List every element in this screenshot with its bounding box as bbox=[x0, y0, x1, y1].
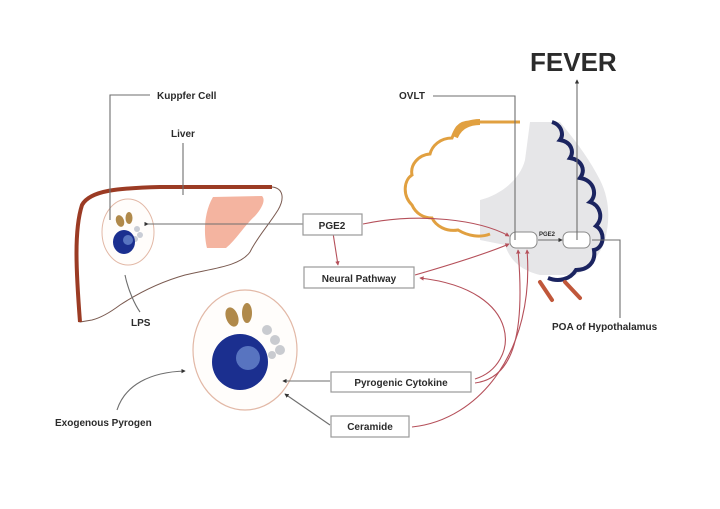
cytokine-to-neural-arrow bbox=[419, 276, 506, 380]
ovlt-node bbox=[509, 231, 538, 249]
liver-illustration bbox=[74, 185, 283, 323]
kupffer-cell bbox=[101, 198, 155, 266]
liver-label: Liver bbox=[171, 129, 195, 140]
poa-leader bbox=[592, 239, 621, 318]
poa-label: POA of Hypothalamus bbox=[552, 322, 658, 333]
svg-text:PGE2: PGE2 bbox=[319, 221, 346, 232]
ceramide-to-ovlt-arrow bbox=[411, 249, 530, 428]
kupffer-cell-leader bbox=[109, 94, 150, 220]
brain-orange-thick bbox=[452, 119, 481, 139]
brain-orange-outline bbox=[403, 120, 520, 238]
brain-illustration bbox=[403, 119, 609, 302]
macrophage-cell bbox=[192, 289, 298, 411]
svg-text:Pyrogenic Cytokine: Pyrogenic Cytokine bbox=[354, 378, 448, 389]
blood-vessel-2 bbox=[563, 280, 582, 300]
liver-lobe-patch bbox=[204, 196, 264, 248]
exogenous-pyrogen-label: Exogenous Pyrogen bbox=[55, 418, 152, 429]
svg-text:Neural Pathway: Neural Pathway bbox=[322, 274, 397, 285]
liver-edge bbox=[74, 185, 272, 323]
lps-leader bbox=[124, 274, 141, 313]
fever-title: FEVER bbox=[530, 47, 617, 77]
lps-label: LPS bbox=[131, 318, 151, 329]
ceramide-box: Ceramide bbox=[330, 415, 410, 438]
brain-gray-region bbox=[480, 122, 609, 275]
pge2-small-label: PGE2 bbox=[539, 232, 556, 238]
brain-navy-outline bbox=[547, 120, 605, 282]
exogenous-pyrogen-arrow bbox=[116, 368, 186, 411]
pge2-box: PGE2 bbox=[302, 213, 363, 236]
pge2-to-ovlt-arrow bbox=[362, 217, 510, 237]
ovlt-label: OVLT bbox=[399, 91, 425, 102]
pyrogenic-cytokine-box: Pyrogenic Cytokine bbox=[330, 371, 472, 393]
neural-pathway-box: Neural Pathway bbox=[303, 266, 415, 289]
svg-text:Ceramide: Ceramide bbox=[347, 422, 393, 433]
ceramide-to-cell-line bbox=[284, 393, 331, 426]
kupffer-cell-label: Kuppfer Cell bbox=[157, 91, 217, 102]
neural-to-ovlt-arrow bbox=[414, 243, 510, 276]
ovlt-leader bbox=[433, 95, 516, 240]
blood-vessel-1 bbox=[538, 280, 554, 302]
pge2-to-neural-arrow bbox=[332, 232, 340, 266]
